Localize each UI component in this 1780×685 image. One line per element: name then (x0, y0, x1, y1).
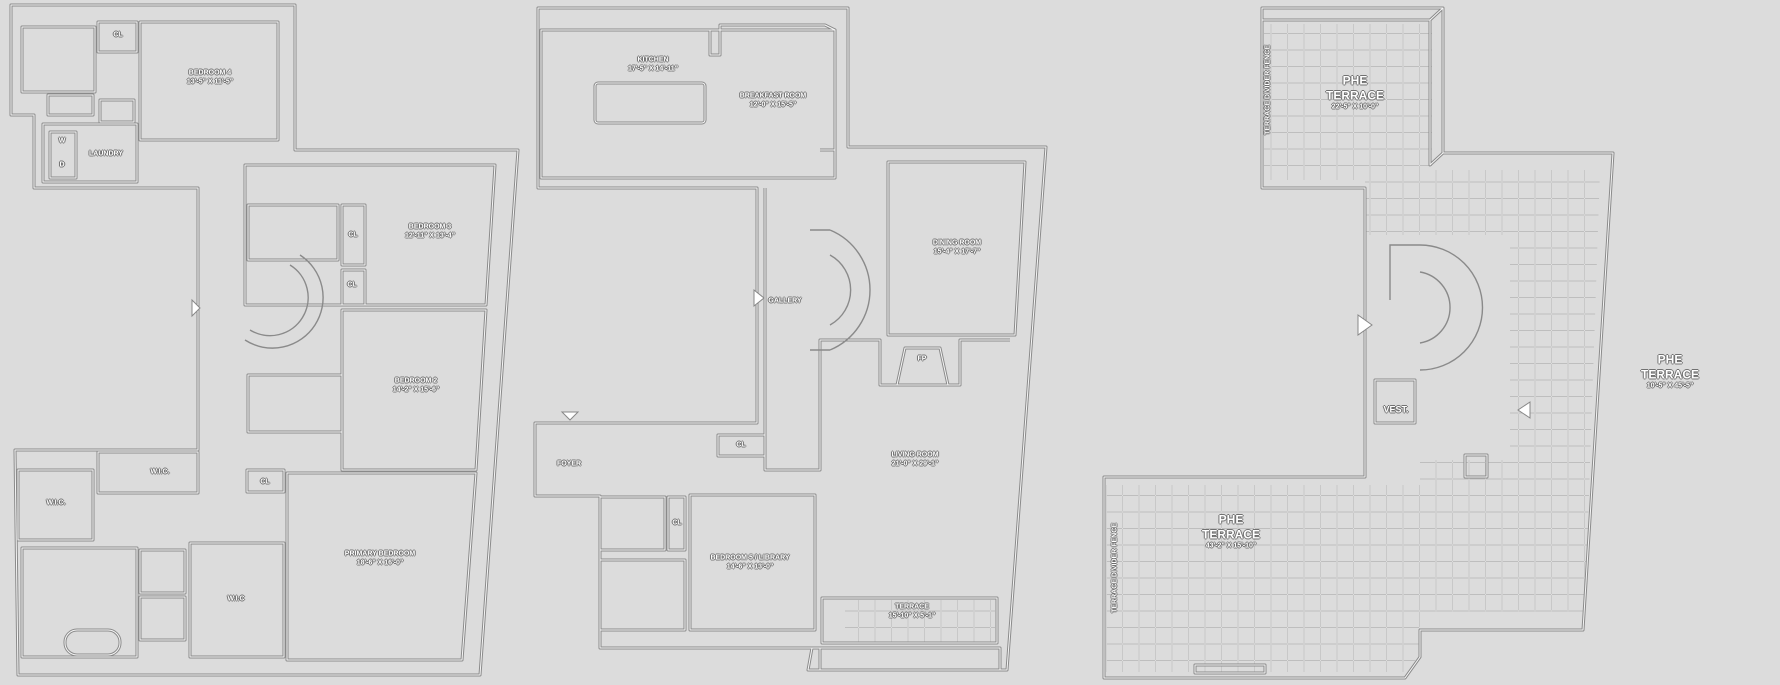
closet-label: CL (672, 519, 682, 527)
terrace-dimensions: 22'-5" X 10'-0" (1331, 103, 1379, 111)
room-bedroom-5-library: BEDROOM 5 / LIBRARY 14'-6" X 13'-0" (710, 554, 789, 572)
phe-terrace-north: PHE TERRACE 22'-5" X 10'-0" (1326, 74, 1384, 113)
entry-arrow-icon (560, 411, 580, 421)
terrace-name-line2: TERRACE (1201, 527, 1261, 542)
room-dimensions: 14'-2" X 15'-6" (392, 386, 440, 393)
terrace-divider-fence-label: TERRACE DIVIDER FENCE (1264, 45, 1272, 135)
phe-terrace-south: PHE TERRACE 43'-2" X 15'-10" (1202, 513, 1260, 552)
terrace-name-line2: TERRACE (1325, 88, 1385, 103)
staircases (244, 229, 1484, 371)
room-name: DINING ROOM (932, 239, 982, 247)
fireplace-label: FP (917, 355, 927, 363)
room-name: TERRACE (895, 603, 929, 611)
room-name: BREAKFAST ROOM (739, 92, 807, 100)
room-dimensions: 12'-0" X 15'-5" (749, 101, 797, 108)
walk-in-closet-label: W.I.C. (46, 499, 66, 507)
room-living-room: LIVING ROOM 21'-0" X 29'-1" (891, 451, 938, 469)
room-bedroom-4: BEDROOM 4 13'-5" X 11'-5" (187, 69, 233, 87)
closet-label: CL (260, 478, 270, 486)
room-name: BEDROOM 5 / LIBRARY (710, 554, 790, 562)
terrace-name-line1: PHE (1342, 73, 1368, 88)
room-dimensions: 21'-0" X 29'-1" (891, 460, 939, 467)
foyer-label: FOYER (556, 460, 582, 468)
room-name: BEDROOM 4 (188, 69, 232, 77)
paving-east (1365, 170, 1600, 612)
wall-highlight (10, 4, 1614, 679)
room-bedroom-3: BEDROOM 3 12'-11" X 13'-4" (405, 223, 455, 241)
stair-roof (1389, 244, 1484, 371)
terrace-name-line1: PHE (1657, 352, 1683, 367)
stair-main (810, 229, 871, 351)
terrace-name-line1: PHE (1218, 512, 1244, 527)
entry-arrow-icon (1357, 314, 1373, 336)
closet-label: CL (347, 281, 357, 289)
room-dimensions: 17'-5" X 14'-11" (627, 65, 679, 72)
paving-south (1106, 485, 1420, 672)
gallery-label: GALLERY (768, 297, 802, 305)
room-name: BEDROOM 2 (394, 377, 438, 385)
room-dimensions: 15'-4" X 17'-7" (933, 248, 981, 255)
terrace-paving (845, 24, 1600, 672)
paving-main-terrace (845, 600, 995, 642)
laundry-label: LAUNDRY (89, 150, 123, 158)
walk-in-closet-label: W.I.C (227, 595, 245, 603)
entry-arrow-icon (191, 298, 201, 318)
closet-label: CL (113, 31, 123, 39)
dryer-label: D (59, 161, 65, 169)
stair-lower (244, 254, 324, 349)
phe-terrace-east: PHE TERRACE 10'-5" X 45'-5" (1641, 353, 1699, 392)
washer-label: W (58, 137, 66, 145)
room-dimensions: 14'-6" X 13'-0" (726, 563, 774, 570)
entry-arrow-icon (753, 288, 765, 308)
terrace-dimensions: 43'-2" X 15'-10" (1205, 542, 1257, 550)
closet-label: CL (736, 441, 746, 449)
room-bedroom-2: BEDROOM 2 14'-2" X 15'-6" (393, 377, 440, 395)
entry-arrow-icon (1517, 401, 1531, 419)
room-name: LIVING ROOM (891, 451, 939, 459)
room-primary-bedroom: PRIMARY BEDROOM 18'-6" X 16'-0" (345, 550, 415, 568)
room-kitchen: KITCHEN 17'-5" X 14'-11" (628, 56, 678, 74)
vestibule-label: VEST. (1383, 404, 1409, 415)
room-dimensions: 15'-10" X 5'-1" (888, 612, 936, 619)
room-dimensions: 13'-5" X 11'-5" (186, 78, 234, 85)
room-name: PRIMARY BEDROOM (344, 550, 416, 558)
room-name: BEDROOM 3 (408, 223, 452, 231)
room-dimensions: 12'-11" X 13'-4" (404, 232, 456, 239)
room-dimensions: 18'-6" X 16'-0" (356, 559, 404, 566)
room-name: KITCHEN (637, 56, 669, 64)
room-dining-room: DINING ROOM 15'-4" X 17'-7" (933, 239, 981, 257)
paving-north (1264, 24, 1432, 180)
closet-label: CL (348, 231, 358, 239)
terrace-divider-fence-label: TERRACE DIVIDER FENCE (1111, 523, 1119, 613)
room-breakfast-room: BREAKFAST ROOM 12'-0" X 15'-5" (740, 92, 807, 110)
terrace-dimensions: 10'-5" X 45'-5" (1646, 382, 1694, 390)
room-terrace: TERRACE 15'-10" X 5'-1" (889, 603, 936, 621)
terrace-name-line2: TERRACE (1640, 367, 1700, 382)
walk-in-closet-label: W.I.C. (150, 468, 170, 476)
